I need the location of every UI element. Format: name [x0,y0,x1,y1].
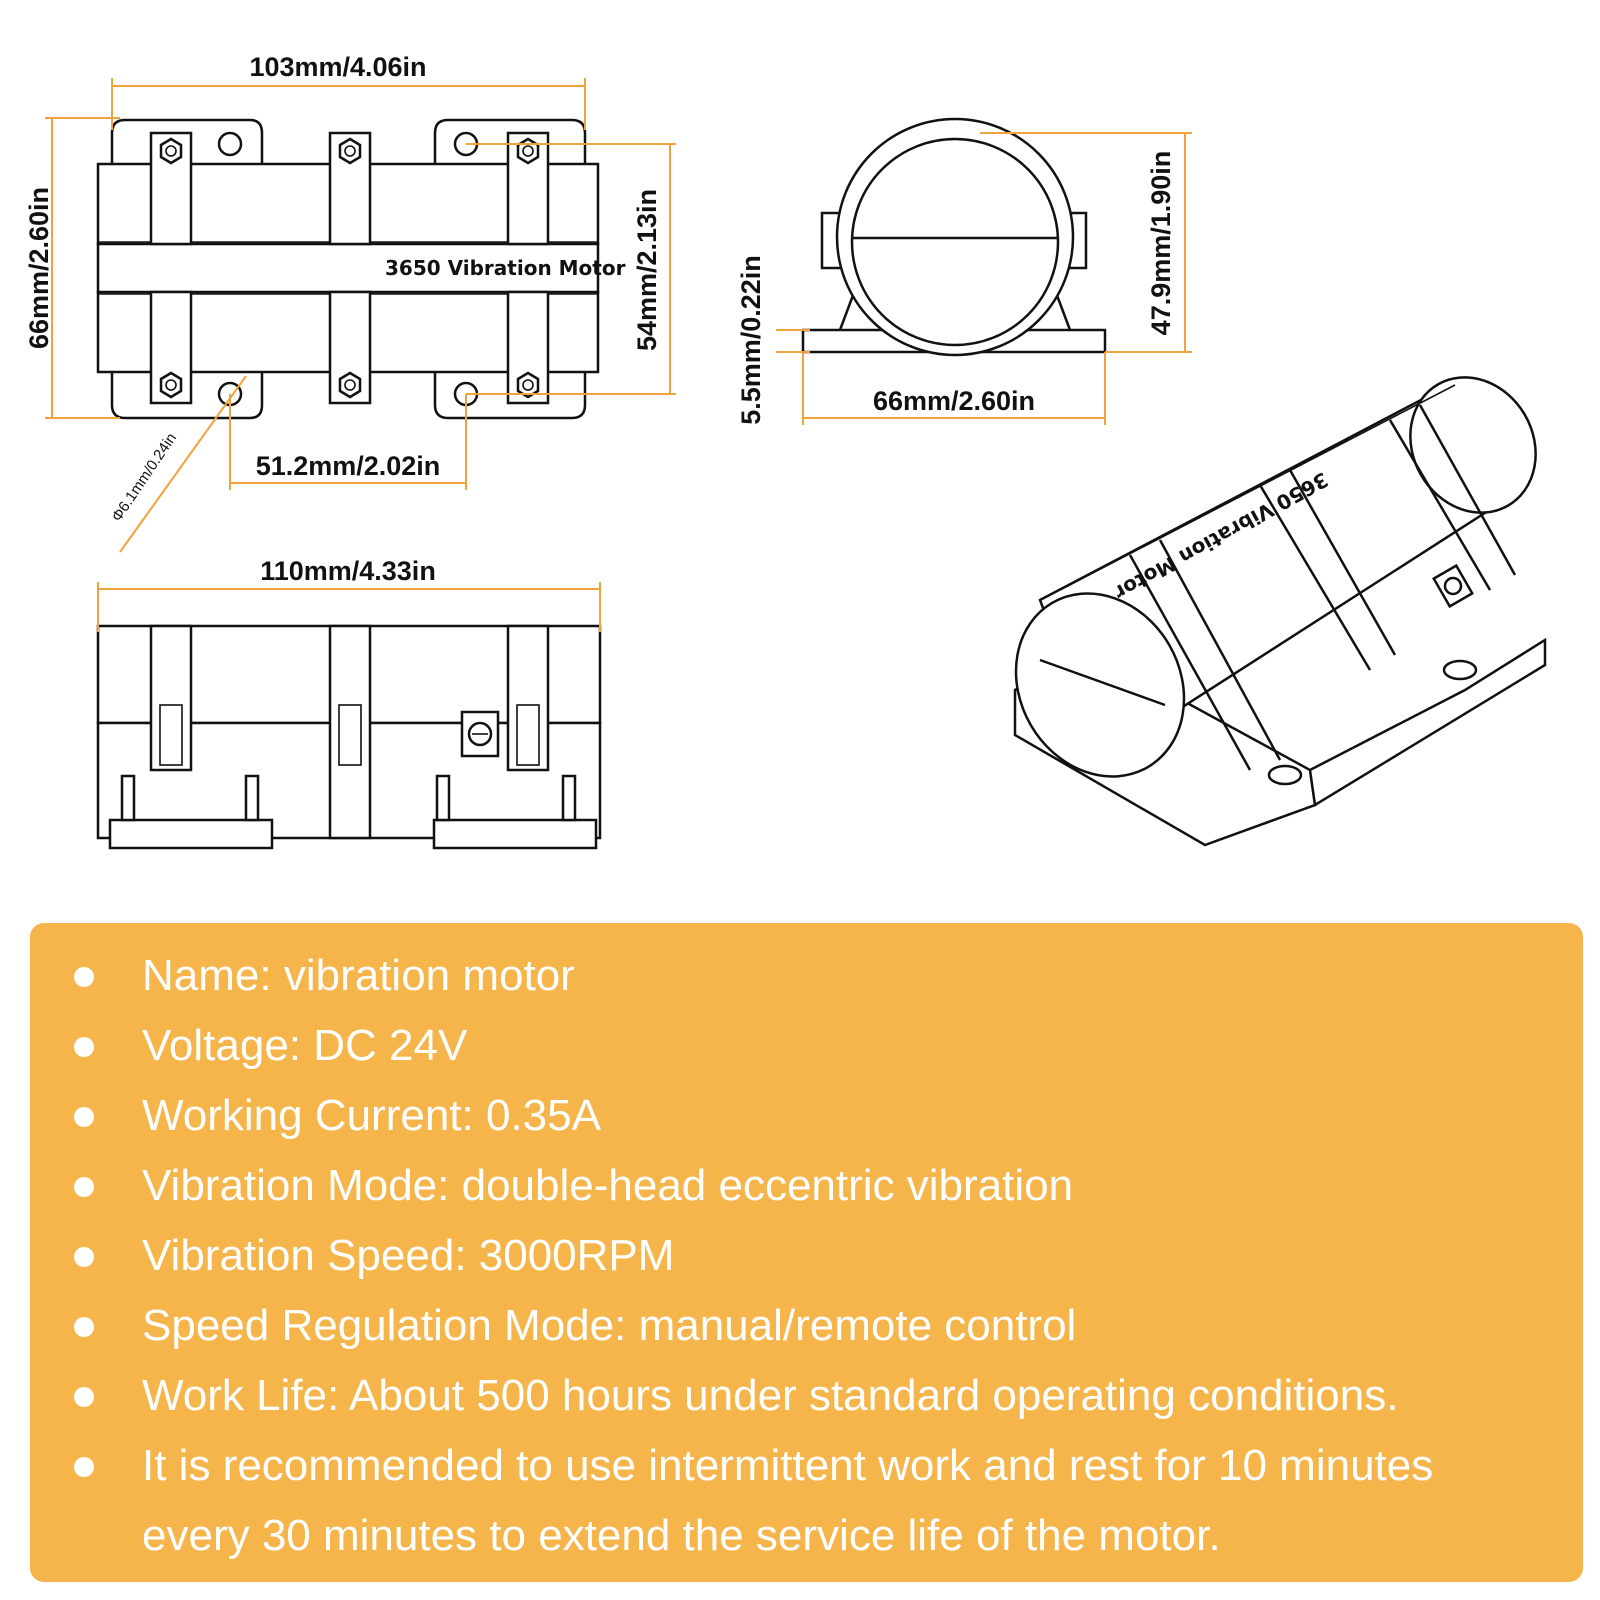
spec-text: Voltage: DC 24V [142,1021,468,1070]
dim-hole-spacing: 51.2mm/2.02in [256,451,441,481]
spec-text: It is recommended to use intermittent wo… [142,1441,1434,1560]
technical-drawing: 3650 Vibration Motor 103mm/4.06in 66mm/2… [24,52,1547,850]
dim-base-width: 66mm/2.60in [873,386,1035,416]
dim-top-height: 66mm/2.60in [24,187,54,349]
spec-panel: Name: vibration motor Voltage: DC 24V Wo… [30,923,1583,1582]
dim-inner-height: 54mm/2.13in [632,189,662,351]
bullet-icon [74,1457,94,1477]
bullet-icon [74,1317,94,1337]
motor-label: 3650 Vibration Motor [385,256,626,280]
dim-base-thickness: 5.5mm/0.22in [736,255,766,425]
bullet-icon [74,1177,94,1197]
dim-side-height: 47.9mm/1.90in [1146,151,1176,336]
bullet-icon [74,1247,94,1267]
spec-text: Vibration Speed: 3000RPM [142,1231,675,1280]
dim-top-width: 103mm/4.06in [249,52,426,82]
spec-item: Voltage: DC 24V [30,1011,1553,1081]
bullet-icon [74,967,94,987]
spec-item: Vibration Mode: double-head eccentric vi… [30,1151,1553,1221]
spec-text: Name: vibration motor [142,951,575,1000]
spec-item: Name: vibration motor [30,941,1553,1011]
spec-list: Name: vibration motor Voltage: DC 24V Wo… [30,941,1553,1571]
spec-text: Speed Regulation Mode: manual/remote con… [142,1301,1077,1350]
side-view [801,117,1107,357]
spec-text: Working Current: 0.35A [142,1091,601,1140]
side-view-dimensions: 47.9mm/1.90in 5.5mm/0.22in 66mm/2.60in [736,132,1192,425]
spec-text: Vibration Mode: double-head eccentric vi… [142,1161,1074,1210]
spec-item: Work Life: About 500 hours under standar… [30,1361,1553,1431]
bottom-view-dimensions: 110mm/4.33in [97,556,601,632]
spec-item: Speed Regulation Mode: manual/remote con… [30,1291,1553,1361]
spec-text: Work Life: About 500 hours under standar… [142,1371,1399,1420]
isometric-view: 3650 Vibration Motor [1013,376,1547,847]
spec-item: Working Current: 0.35A [30,1081,1553,1151]
bullet-icon [74,1037,94,1057]
dim-bottom-length: 110mm/4.33in [260,556,436,586]
top-view: 3650 Vibration Motor [96,118,626,420]
bullet-icon [74,1107,94,1127]
spec-item: It is recommended to use intermittent wo… [30,1431,1553,1571]
dim-hole-diameter: Φ6.1mm/0.24in [108,430,180,525]
bottom-view [96,624,602,850]
spec-item: Vibration Speed: 3000RPM [30,1221,1553,1291]
bullet-icon [74,1387,94,1407]
